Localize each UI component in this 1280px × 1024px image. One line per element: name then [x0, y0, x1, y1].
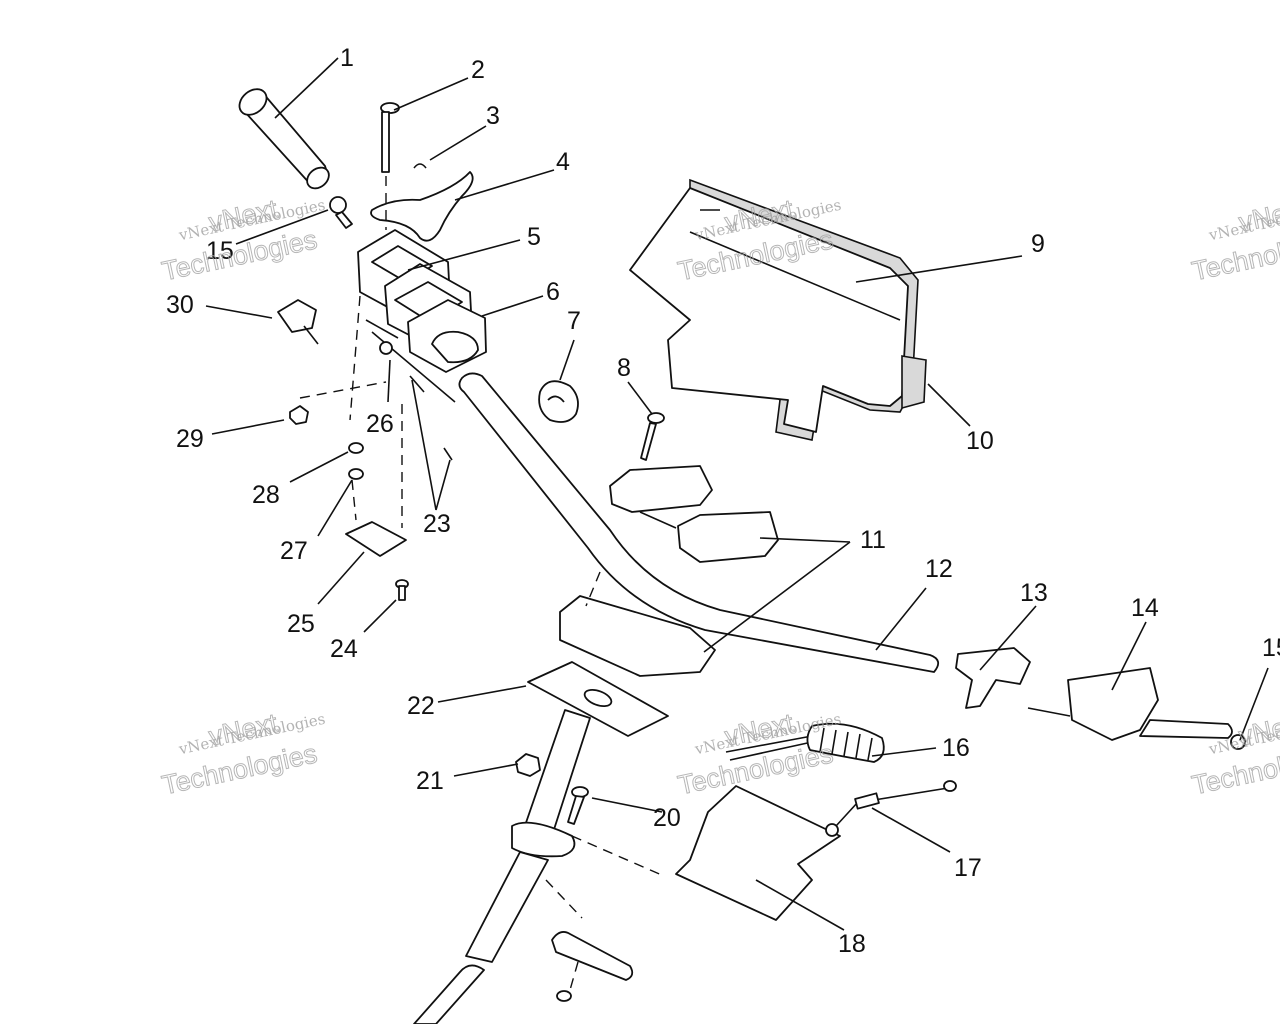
watermark-bottomright: vNext Technologies vNext Technologies [1189, 707, 1280, 801]
part-throttle-housing [357, 229, 487, 403]
callout-15-left: 15 [206, 237, 234, 265]
callout-23: 23 [423, 510, 451, 538]
callout-25: 25 [287, 610, 315, 638]
callout-28: 28 [252, 481, 280, 509]
part-riser-block-lower [559, 595, 716, 677]
part-handlebar [458, 372, 940, 673]
callout-22: 22 [407, 692, 435, 720]
part-adjuster-plate [345, 521, 409, 601]
part-bar-end-plug-right [1230, 734, 1246, 750]
callout-7: 7 [567, 307, 581, 335]
callout-8: 8 [617, 354, 631, 382]
part-dash-panel [629, 178, 927, 441]
callout-24: 24 [330, 635, 358, 663]
callout-9: 9 [1031, 230, 1045, 258]
part-nut-21 [515, 753, 541, 777]
watermark-bottomleft: vNext Technologies vNext Technologies [159, 707, 327, 801]
part-dowel-lower [551, 931, 634, 1002]
part-master-cylinder [1027, 667, 1233, 741]
callout-14: 14 [1131, 594, 1159, 622]
callout-3: 3 [486, 102, 500, 130]
part-small-hardware [289, 341, 453, 480]
part-clip [413, 163, 427, 169]
callout-20: 20 [653, 804, 681, 832]
part-riser-clamps [609, 465, 779, 563]
part-steering-column [413, 709, 591, 1024]
assembly-lines [299, 176, 665, 991]
callout-29: 29 [176, 425, 204, 453]
callout-21: 21 [416, 767, 444, 795]
part-throttle-lever [370, 171, 474, 242]
callout-5: 5 [527, 223, 541, 251]
watermark-topleft: vNext Technologies vNext Technologies [159, 193, 327, 287]
callout-numbers: 1 2 3 4 5 6 7 8 9 10 11 12 13 14 15 15 1… [166, 44, 1280, 958]
callout-6: 6 [546, 278, 560, 306]
part-bolt-riser [640, 412, 665, 461]
callout-1: 1 [340, 44, 354, 72]
part-bracket-18 [675, 785, 841, 921]
callout-4: 4 [556, 148, 570, 176]
svg-text:vNext: vNext [206, 708, 280, 752]
part-brake-lever [955, 647, 1031, 709]
callout-11: 11 [860, 526, 886, 554]
callout-30: 30 [166, 291, 194, 319]
callout-26: 26 [366, 410, 394, 438]
callout-18: 18 [838, 930, 866, 958]
part-wire-lead [825, 780, 957, 837]
callout-17: 17 [954, 854, 982, 882]
watermark-bottomcenter: vNext Technologies vNext Technologies [675, 707, 843, 801]
svg-text:vNext: vNext [1236, 708, 1280, 752]
callout-2: 2 [471, 56, 485, 84]
part-mount-plate [527, 661, 669, 737]
callout-16: 16 [942, 734, 970, 762]
svg-text:vNext: vNext [1236, 194, 1280, 238]
leader-lines [205, 57, 1269, 931]
callout-13: 13 [1020, 579, 1048, 607]
part-clip-bracket [538, 380, 579, 423]
part-bar-end-plug-left [329, 196, 353, 229]
watermark-topright: vNext Technologies vNext Technologies [1189, 193, 1280, 287]
part-screw-20 [567, 786, 589, 825]
part-kill-switch [277, 299, 319, 345]
part-pin [380, 102, 400, 173]
callout-10: 10 [966, 427, 994, 455]
part-heater-coil [725, 722, 885, 763]
callout-27: 27 [280, 537, 308, 565]
callout-12: 12 [925, 555, 953, 583]
svg-text:vNext: vNext [722, 708, 796, 752]
part-grip-left [238, 88, 330, 190]
callout-15-right: 15 [1262, 634, 1280, 662]
